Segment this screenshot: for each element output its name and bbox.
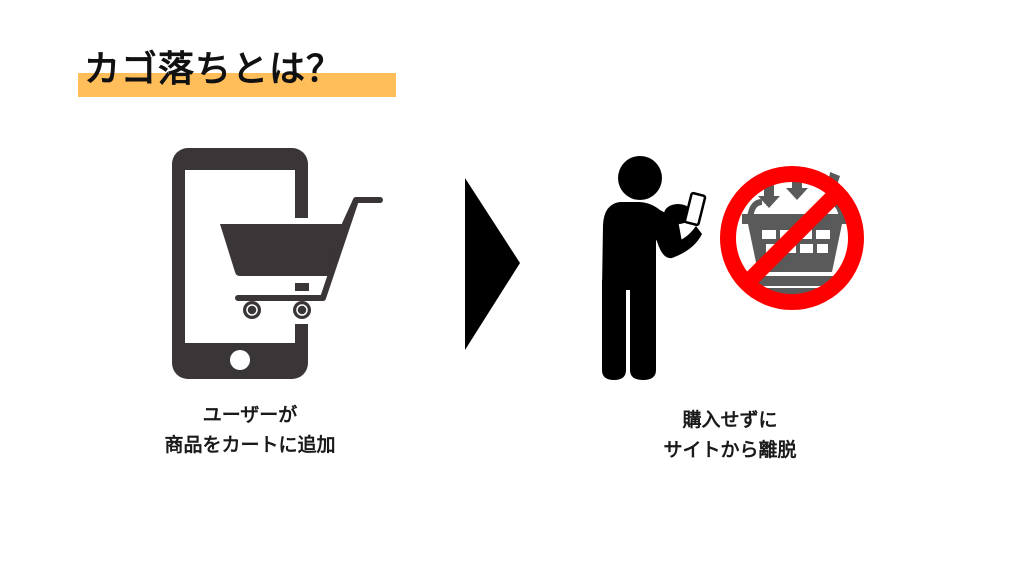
arrow-right-icon xyxy=(465,178,520,350)
no-cart-prohibited-icon xyxy=(720,166,864,310)
smartphone-cart-icon xyxy=(172,148,383,379)
step3-caption-line1: 購入せずに xyxy=(682,409,778,431)
title-highlight-bar xyxy=(78,73,396,97)
step1-caption: ユーザーが 商品をカートに追加 xyxy=(120,400,380,460)
step1-caption-line1: ユーザーが xyxy=(202,404,298,426)
step1-caption-line2: 商品をカートに追加 xyxy=(164,434,336,456)
step3-caption: 購入せずに サイトから離脱 xyxy=(610,405,850,465)
page-title: カゴ落ちとは？ xyxy=(84,49,344,90)
step3-caption-line2: サイトから離脱 xyxy=(663,439,797,461)
title-block: カゴ落ちとは？ xyxy=(78,46,396,98)
person-with-phone-icon xyxy=(602,156,707,380)
